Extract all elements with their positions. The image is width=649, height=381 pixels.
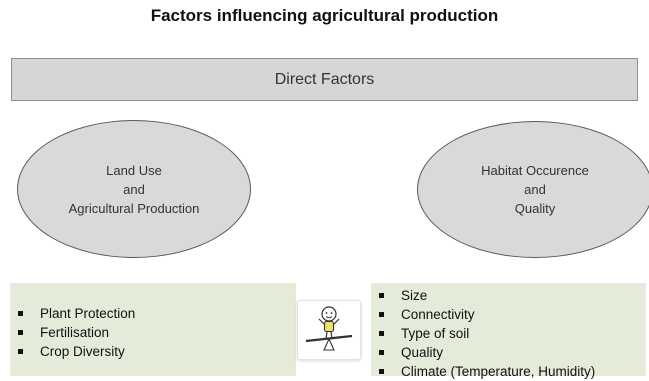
direct-factors-label: Direct Factors [274,70,375,88]
agricultural-factors-list: Plant Protection Fertilisation Crop Dive… [15,304,135,361]
ellipse-line: and [123,181,145,197]
ellipse-line: and [524,182,546,197]
bullet-icon [18,311,23,316]
bullet-icon [379,312,384,317]
habitat-factors-list: Size Connectivity Type of soil Quality C… [376,286,595,381]
list-item: Plant Protection [15,304,135,323]
ellipse-line: Land Use [106,162,162,178]
bullet-icon [379,350,384,355]
ellipse-line: Agricultural Production [68,200,200,216]
bullet-icon [18,330,23,335]
ellipse-line: Habitat Occurence [481,163,589,178]
bullet-icon [18,349,23,354]
list-item: Crop Diversity [15,342,135,361]
list-item: Quality [376,343,595,362]
direct-factors-header: Direct Factors [11,58,638,101]
list-item: Connectivity [376,305,595,324]
balance-illustration [297,300,361,360]
person-balancing-on-seesaw-icon [305,306,353,351]
land-use-ellipse: Land Use and Agricultural Production [17,120,251,258]
list-item: Size [376,286,595,305]
ellipse-line: Quality [514,201,556,216]
habitat-factors-panel: Size Connectivity Type of soil Quality C… [371,283,646,379]
bullet-icon [379,369,384,374]
bullet-icon [379,293,384,298]
agricultural-factors-panel: Plant Protection Fertilisation Crop Dive… [10,283,296,376]
list-item: Climate (Temperature, Humidity) [376,362,595,381]
list-item: Type of soil [376,324,595,343]
habitat-ellipse: Habitat Occurence and Quality [417,121,649,258]
page-title: Factors influencing agricultural product… [150,6,499,25]
list-item: Fertilisation [15,323,135,342]
bullet-icon [379,331,384,336]
